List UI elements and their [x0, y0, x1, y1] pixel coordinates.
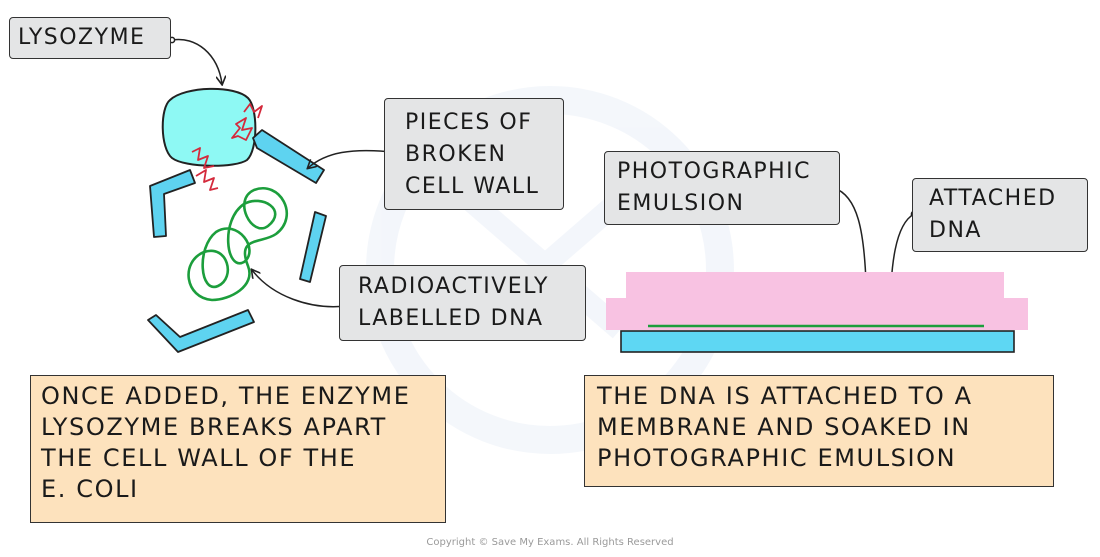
lysozyme-enzyme	[161, 87, 257, 167]
label-attached-dna: ATTACHED DNA	[912, 178, 1088, 252]
break-marks	[191, 103, 263, 191]
label-radioactive-dna: RADIOACTIVELY LABELLED DNA	[339, 265, 586, 341]
caption-dna-attachment: THE DNA IS ATTACHED TO A MEMBRANE AND SO…	[584, 375, 1054, 487]
caption-lysozyme-action: ONCE ADDED, THE ENZYME LYSOZYME BREAKS A…	[30, 375, 446, 523]
label-broken-cell-wall: PIECES OF BROKEN CELL WALL	[384, 98, 564, 210]
membrane	[620, 330, 1015, 353]
copyright-notice: Copyright © Save My Exams. All Rights Re…	[426, 537, 674, 548]
label-photographic-emulsion: PHOTOGRAPHIC EMULSION	[604, 151, 840, 225]
emulsion-layer	[606, 272, 1028, 330]
cell-wall-pieces	[147, 129, 327, 353]
label-lysozyme: LYSOZYME	[9, 17, 171, 59]
dna-loop	[187, 187, 289, 302]
